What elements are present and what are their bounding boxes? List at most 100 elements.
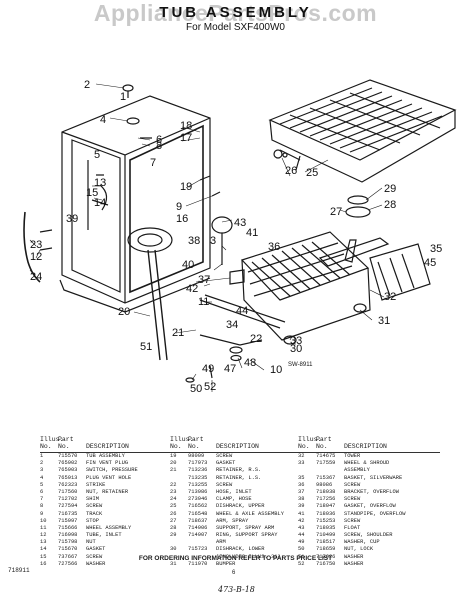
page-number: 6 (232, 570, 236, 576)
part-description: SUPPORT, SPRAY ARM (216, 524, 275, 531)
part-number: 715723 (188, 546, 208, 553)
part-number: 712702 (58, 496, 78, 503)
callout-35: 35 (430, 243, 442, 255)
part-illus-no: 39 (298, 503, 305, 510)
callout-10: 10 (270, 364, 282, 376)
part-number: 718036 (316, 510, 336, 517)
part-number: 716998 (58, 532, 78, 539)
header-part-no: No. (316, 443, 328, 450)
callout-40: 40 (182, 259, 194, 271)
part-number: 710499 (316, 532, 336, 539)
part-number: 715798 (58, 539, 78, 546)
part-number: 717256 (316, 496, 336, 503)
part-number: 717626 (316, 553, 336, 560)
part-number: 714906 (188, 524, 208, 531)
part-illus-no: 24 (170, 496, 177, 503)
part-description: NUT, RETAINER (86, 488, 129, 495)
part-illus-no: 27 (170, 517, 177, 524)
callout-21: 21 (172, 327, 184, 339)
part-illus-no: 26 (170, 510, 177, 517)
header-description: DESCRIPTION (86, 443, 129, 450)
part-number: 717973 (188, 460, 208, 467)
part-description: WASHER (344, 553, 364, 560)
part-illus-no: 9 (40, 510, 44, 517)
part-description: WASHER (344, 560, 364, 567)
part-illus-no: 41 (298, 510, 305, 517)
part-description: ARM (216, 539, 226, 546)
parts-row: 30 715723 DISHRACK, LOWER (170, 546, 312, 553)
part-number: 715367 (316, 474, 336, 481)
callout-47: 47 (224, 363, 236, 375)
callout-3: 3 (210, 235, 216, 247)
part-number: 718637 (188, 517, 208, 524)
watermark: AppliancePartsPros.com (93, 0, 378, 26)
parts-row: ASSEMBLY (298, 467, 440, 474)
part-number: 713236 (188, 467, 208, 474)
header-part-no: No. (58, 443, 70, 450)
part-number: 715253 (316, 517, 336, 524)
part-illus-no: 20 (170, 460, 177, 467)
callout-28: 28 (384, 199, 396, 211)
callout-14: 14 (94, 197, 106, 209)
part-description: BUMPER (216, 560, 236, 567)
part-illus-no: 11 (40, 524, 47, 531)
part-illus-no: 7 (40, 496, 44, 503)
document-code: 718911 (8, 567, 30, 574)
header-illus: Illus. (298, 436, 322, 443)
part-description: DISHRACK, LOWER (216, 546, 265, 553)
part-illus-no: 30 (170, 546, 177, 553)
tub-assembly-drawing (23, 79, 457, 383)
part-number: 715570 (58, 453, 78, 459)
header-part: Part (188, 436, 204, 443)
callout-18: 18 (180, 120, 192, 132)
part-description: SCREW (86, 503, 103, 510)
callout-42: 42 (186, 283, 198, 295)
part-illus-no: 50 (298, 546, 305, 553)
callout-49: 49 (202, 363, 214, 375)
part-number: 716750 (316, 560, 336, 567)
part-illus-no: 42 (298, 517, 305, 524)
part-description: SCREW (344, 496, 361, 503)
part-number: 727566 (58, 560, 78, 567)
leader-lines (29, 83, 385, 392)
header-illus: Illus. (40, 436, 64, 443)
ordering-note: FOR ORDERING INFORMATION REFER TO PARTS … (138, 555, 333, 562)
callout-48: 48 (244, 357, 256, 369)
part-description: TRACK (86, 510, 103, 517)
callout-27: 27 (330, 206, 342, 218)
part-illus-no: 38 (298, 496, 305, 503)
callout-31: 31 (378, 315, 390, 327)
part-number: 714675 (316, 453, 336, 459)
callout-26: 26 (285, 165, 297, 177)
part-illus-no: 5 (40, 481, 44, 488)
callout-13: 13 (94, 177, 106, 189)
part-description: GASKET, OVERFLOW (344, 503, 396, 510)
part-description: SWITCH, PRESSURE (86, 467, 138, 474)
part-description: FLOAT (344, 524, 361, 531)
part-illus-no: 25 (170, 503, 177, 510)
part-number: 714907 (188, 532, 208, 539)
part-description: WHEEL ASSEMBLY (86, 524, 132, 531)
part-number: 718035 (316, 524, 336, 531)
part-description: STANDPIPE, OVERFLOW (344, 510, 406, 517)
part-number: 718038 (316, 488, 336, 495)
callout-15: 15 (86, 187, 98, 199)
callout-41: 41 (246, 227, 258, 239)
